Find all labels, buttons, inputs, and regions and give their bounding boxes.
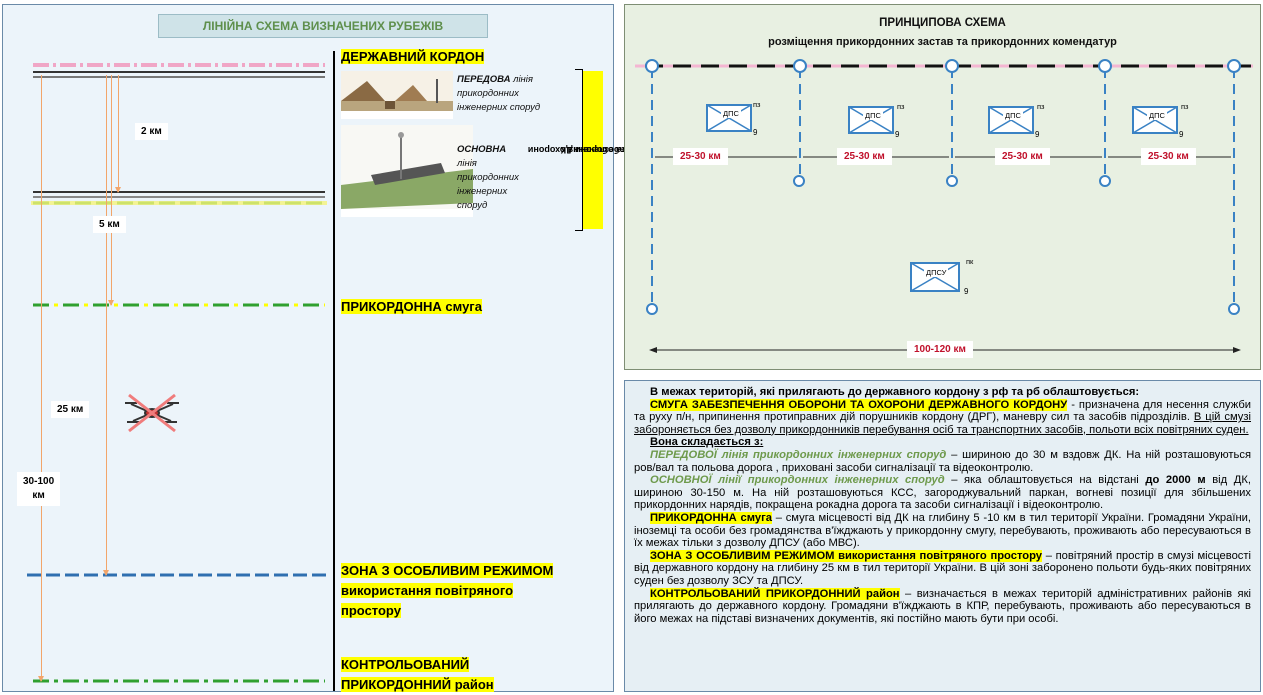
security-strip-paragraph: СМУГА ЗАБЕЗПЕЧЕННЯ ОБОРОНИ ТА ОХОРОНИ ДЕ… <box>634 398 1251 436</box>
main-line-caption: ОСНОВНА лінія прикордонних інженерних сп… <box>457 144 519 211</box>
arrow-5km <box>108 75 114 306</box>
main-line-paragraph: ОСНОВНОЇ лінії прикордонних інженерних с… <box>634 474 1251 512</box>
outpost-marker <box>945 59 959 73</box>
zone-label-controlled-district: КОНТРОЛЬОВАНИЙ ПРИКОРДОННИЙ район <box>341 657 494 692</box>
controlled-district-paragraph: КОНТРОЛЬОВАНИЙ ПРИКОРДОННИЙ район – визн… <box>634 587 1251 625</box>
outpost-unit-icon <box>1132 106 1178 134</box>
distance-label-2km: 2 км <box>135 123 168 140</box>
rear-marker <box>793 175 805 187</box>
zone-label-border-strip: ПРИКОРДОННА смуга <box>341 299 482 314</box>
scheme-drawing <box>635 64 1253 353</box>
linear-scheme-title: ЛІНІЙНА СХЕМА ВИЗНАЧЕНИХ РУБЕЖІВ <box>158 14 488 38</box>
outpost-label: ДПС <box>863 111 883 120</box>
controlled-district-line <box>33 679 325 683</box>
segment-distance-label: 25-30 км <box>995 148 1050 165</box>
outpost-tag: пз <box>1037 102 1045 111</box>
outpost-unit-icon <box>706 104 752 132</box>
outpost-unit-icon <box>848 106 894 134</box>
outpost-marker <box>1098 59 1112 73</box>
description-panel: В межах територій, які прилягають до дер… <box>624 380 1261 692</box>
main-line-yellow-band <box>31 201 327 205</box>
front-line-caption: ПЕРЕДОВА лінія прикордонних інженерних с… <box>457 74 541 113</box>
outpost-marker <box>645 59 659 73</box>
outpost-label: ДПС <box>721 109 741 118</box>
front-line-illustration <box>341 71 453 119</box>
outpost-size-mark: 9 <box>1035 130 1040 139</box>
linear-scheme-panel: ЛІНІЙНА СХЕМА ВИЗНАЧЕНИХ РУБЕЖІВ 2 км 5 … <box>2 4 658 692</box>
principal-scheme-panel: ПРИНЦИПОВА СХЕМА розміщення прикордонних… <box>624 4 1261 370</box>
state-border-line <box>33 63 325 78</box>
security-strip-brace <box>575 69 583 231</box>
border-strip-paragraph: ПРИКОРДОННА смуга – смуга місцевості від… <box>634 511 1251 550</box>
zone-label-state-border: ДЕРЖАВНИЙ КОРДОН <box>341 49 485 64</box>
distance-label-25km: 25 км <box>51 401 90 418</box>
left-divider <box>333 51 335 691</box>
command-label: ДПСУ <box>924 268 949 277</box>
outpost-label: ДПС <box>1147 111 1167 120</box>
rear-marker <box>946 175 958 187</box>
command-unit-icon <box>910 262 960 292</box>
arrow-30-100km <box>38 75 44 682</box>
no-drones-icon <box>125 393 179 433</box>
rear-marker <box>646 303 658 315</box>
composition-heading: Вона складається з: <box>650 436 764 449</box>
zone-label-air-zone: ЗОНА З ОСОБЛИВИМ РЕЖИМОМ використання по… <box>341 563 554 618</box>
border-strip-line <box>33 303 325 307</box>
distance-label-5km: 5 км <box>93 216 126 233</box>
outpost-marker <box>793 59 807 73</box>
outpost-size-mark: 9 <box>1179 130 1184 139</box>
rear-marker <box>1099 175 1111 187</box>
command-tag: пк <box>966 257 974 266</box>
outpost-marker <box>1227 59 1241 73</box>
rear-marker <box>1228 303 1240 315</box>
front-line-paragraph: ПЕРЕДОВОЇ лінія прикордонних інженерних … <box>634 448 1252 474</box>
segment-distance-label: 25-30 км <box>1141 148 1196 165</box>
outpost-size-mark: 9 <box>753 128 758 137</box>
outpost-tag: пз <box>897 102 905 111</box>
arrow-25km <box>103 75 109 576</box>
segment-distance-label: 25-30 км <box>673 148 728 165</box>
intro-paragraph: В межах територій, які прилягають до дер… <box>650 386 1140 398</box>
scheme-subtitle: розміщення прикордонних застав та прикор… <box>768 36 1117 48</box>
outpost-unit-icon <box>988 106 1034 134</box>
air-zone-line <box>27 573 327 577</box>
main-line-illustration <box>341 125 473 217</box>
segment-distance-label: 25-30 км <box>837 148 892 165</box>
outpost-size-mark: 9 <box>895 130 900 139</box>
outpost-label: ДПС <box>1003 111 1023 120</box>
scheme-title: ПРИНЦИПОВА СХЕМА <box>879 17 1006 29</box>
main-engineering-line <box>33 191 325 205</box>
air-zone-paragraph: ЗОНА З ОСОБЛИВИМ РЕЖИМОМ використання по… <box>634 549 1252 587</box>
outpost-tag: пз <box>753 100 761 109</box>
distance-label-30-100km: 30-100 км <box>17 472 61 506</box>
arrow-2km <box>115 75 121 193</box>
outpost-tag: пз <box>1181 102 1189 111</box>
command-size-mark: 9 <box>964 287 969 296</box>
total-distance-label: 100-120 км <box>907 341 973 358</box>
